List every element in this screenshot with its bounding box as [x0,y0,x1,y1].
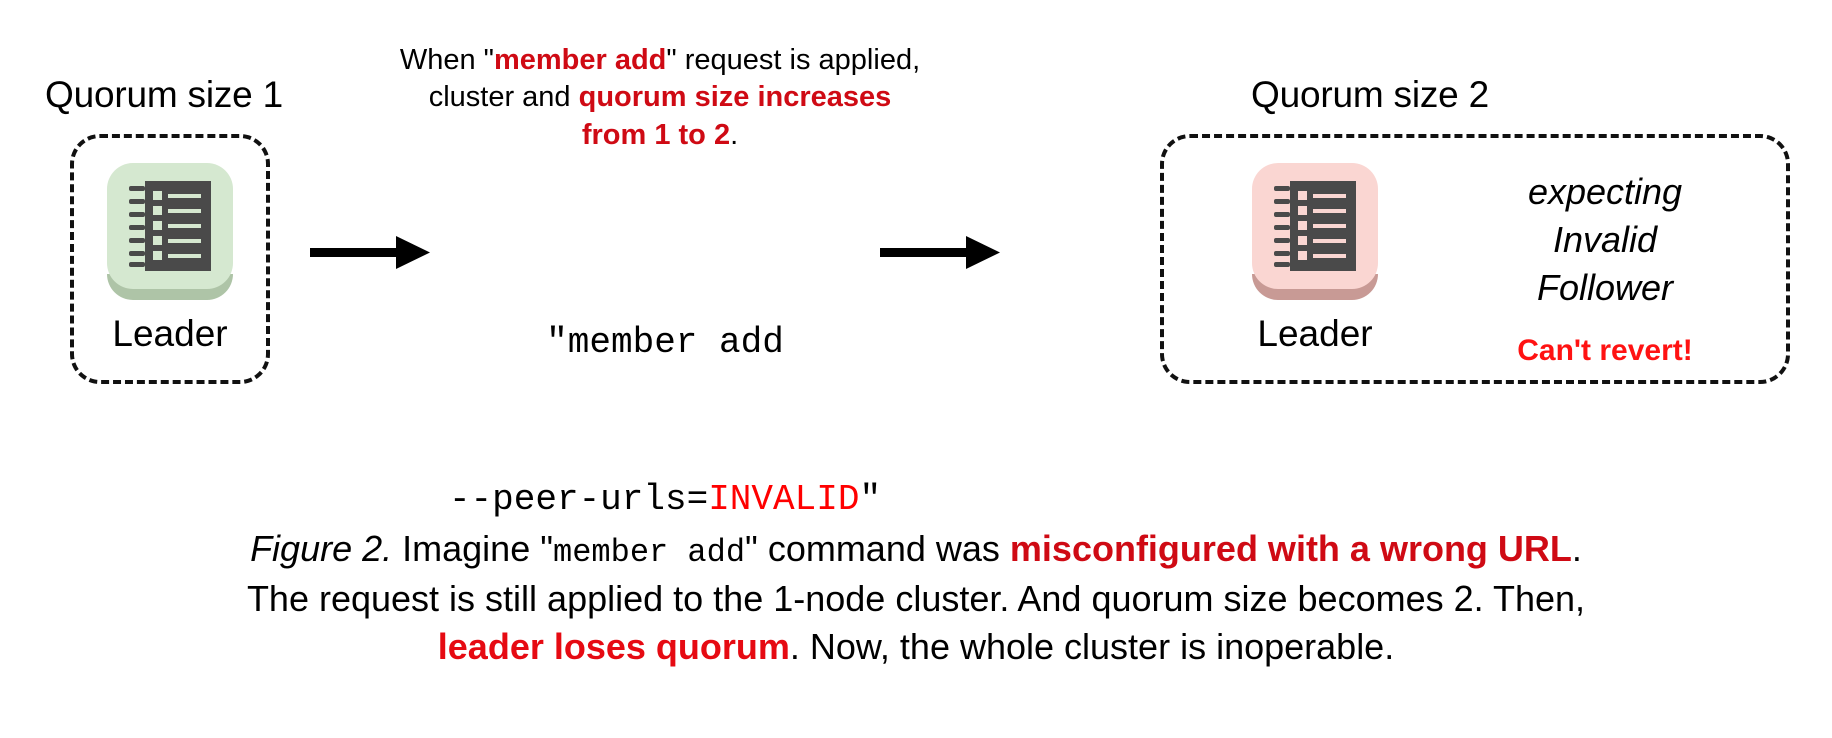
arrow-right-icon-right [880,232,1000,279]
caption-l1-b: " command was [745,528,1010,569]
note-line-2: cluster and quorum size increases [350,79,970,116]
arrow-right-icon-left [310,232,430,279]
note-l2-pre: cluster and [428,81,579,114]
right-node-label: Leader [1257,313,1373,354]
left-cluster-box [70,134,270,384]
right-cluster-title: Quorum size 2 [1251,74,1489,115]
note-l3-post: . [730,118,739,151]
left-cluster-title: Quorum size 1 [45,74,283,115]
right-node: Leader [1252,163,1378,352]
command-line-1: "member add [546,322,784,364]
note-l3-highlight: from 1 to 2 [581,118,731,151]
expecting-line-3: Follower [1536,266,1674,308]
caption-line-3: leader loses quorum. Now, the whole clus… [0,623,1832,672]
left-node-tile [107,163,233,300]
note-line-3: from 1 to 2. [350,117,970,154]
caption-l1-highlight: misconfigured with a wrong URL [1009,528,1572,569]
expecting-line-2: Invalid [1552,218,1658,260]
cant-revert-warning: Can't revert! [1517,334,1693,367]
left-node: Leader [107,163,233,352]
note-l1-highlight: member add [493,44,667,76]
note-l1-pre: When " [399,44,494,76]
expecting-line-1: expecting [1527,171,1683,212]
command-flag: --peer-urls= [448,478,709,520]
caption-l1-a: Imagine " [392,528,553,569]
left-node-label: Leader [112,313,228,354]
caption-l1-mono: member add [553,534,746,571]
figure-caption: Figure 2. Imagine "member add" command w… [0,525,1832,672]
caption-line-2: The request is still applied to the 1-no… [246,577,1586,619]
caption-figure-label: Figure 2. [250,528,393,569]
server-icon [129,181,211,271]
note-l2-highlight: quorum size increases [578,81,892,114]
command-l2-post: " [859,478,882,520]
server-icon [1274,181,1356,271]
note-line-1: When "member add" request is applied, [350,42,970,79]
note-text: When "member add" request is applied, cl… [350,42,970,154]
command-invalid-value: INVALID [708,478,860,520]
command-line-2: --peer-urls=INVALID" [440,474,890,526]
note-l1-post: " request is applied, [666,44,921,76]
caption-line-1: Figure 2. Imagine "member add" command w… [0,525,1832,575]
expecting-follower-text: expecting Invalid Follower [1440,168,1770,312]
caption-l3-highlight: leader loses quorum [437,626,790,668]
right-node-tile [1252,163,1378,300]
right-node-tile-wrap [1252,163,1378,300]
caption-l1-c: . [1571,528,1582,569]
left-node-tile-wrap [107,163,233,300]
command-text: "member add --peer-urls=INVALID" [440,213,890,631]
caption-l3-post: . Now, the whole cluster is inoperable. [789,626,1395,668]
right-cluster-box [1160,134,1790,384]
